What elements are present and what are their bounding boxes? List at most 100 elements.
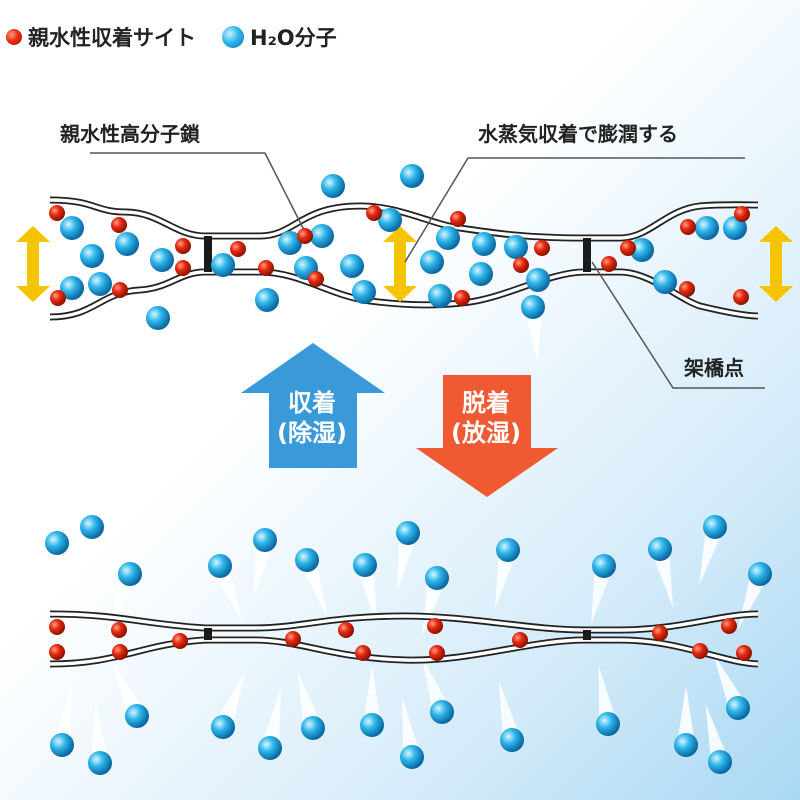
leader-polymer-chain (90, 152, 305, 231)
blue-sphere-icon (295, 548, 319, 572)
blue-sphere-icon (60, 276, 84, 300)
blue-sphere-icon (703, 515, 727, 539)
blue-sphere-icon (400, 745, 424, 769)
blue-sphere-icon (723, 216, 747, 240)
red-sphere-icon (297, 228, 313, 244)
chain-top-upper-core (49, 198, 759, 240)
red-sphere-icon (49, 644, 65, 660)
blue-sphere-icon (420, 250, 444, 274)
blue-sphere-icon (630, 238, 654, 262)
motion-trail (651, 547, 674, 608)
red-sphere-icon (454, 290, 470, 306)
blue-sphere-icon (88, 751, 112, 775)
red-sphere-icon (355, 645, 371, 661)
desorb-label: 脱着 (462, 389, 510, 417)
blue-sphere-icon (353, 553, 377, 577)
leader-crosslink (591, 261, 765, 389)
blue-sphere-icon (255, 288, 279, 312)
red-sphere-icon (50, 290, 66, 306)
blue-sphere-icon (278, 231, 302, 255)
leader-swelling (404, 157, 745, 263)
red-sphere-icon (112, 282, 128, 298)
red-sphere-icon (679, 281, 695, 297)
blue-sphere-icon (150, 248, 174, 272)
red-sphere-icon (366, 205, 382, 221)
blue-sphere-icon (504, 235, 528, 259)
motion-trail (397, 531, 417, 593)
motion-trail (91, 703, 109, 764)
red-sphere-icon (258, 260, 274, 276)
blue-sphere-icon (80, 244, 104, 268)
crosslink-points (204, 236, 591, 640)
motion-trail (494, 548, 517, 609)
red-sphere-icon (175, 238, 191, 254)
blue-sphere-icon (400, 164, 424, 188)
desorb-arrow-text: 脱着 (放湿) (431, 388, 541, 448)
motion-trail (74, 524, 101, 585)
chain-bottom-lower-core (49, 638, 759, 666)
red-sphere-icon (652, 625, 668, 641)
motion-trail (261, 688, 281, 750)
blue-sphere-icon (60, 216, 84, 240)
blue-sphere-icon (695, 216, 719, 240)
absorb-label: 収着 (288, 389, 336, 417)
motion-trail (402, 697, 421, 759)
red-sphere-icon (721, 618, 737, 634)
blue-sphere-icon (472, 232, 496, 256)
red-sphere-icon (534, 240, 550, 256)
red-sphere-icon (112, 644, 128, 660)
blue-sphere-icon (748, 562, 772, 586)
motion-trail (498, 681, 521, 742)
swell-arrow-right (759, 226, 793, 302)
blue-sphere-icon (258, 736, 282, 760)
blue-sphere-icon (301, 716, 325, 740)
red-sphere-icon (111, 622, 127, 638)
red-sphere-icon (427, 618, 443, 634)
desorb-sub-label: (放湿) (451, 419, 521, 447)
blue-sphere-icon (500, 728, 524, 752)
motion-trail (403, 108, 433, 179)
red-sphere-icon (230, 241, 246, 257)
arrows (16, 226, 793, 497)
legend: 親水性収着サイト H₂O分子 (6, 22, 337, 52)
motion-trails (48, 108, 769, 765)
red-sphere-icon (6, 29, 22, 45)
blue-sphere-icon (360, 713, 384, 737)
motion-trail (363, 665, 381, 725)
motion-trail (356, 563, 377, 624)
blue-sphere-icon (496, 538, 520, 562)
blue-sphere-icon (521, 295, 545, 319)
motion-trail (253, 538, 274, 599)
swelling-label: 水蒸気収着で膨潤する (478, 122, 678, 146)
blue-sphere-icon (310, 224, 334, 248)
motion-trail (699, 524, 724, 585)
blue-sphere-icon (430, 700, 454, 724)
blue-sphere-icon (648, 537, 672, 561)
blue-sphere-icon (428, 284, 452, 308)
red-sphere-icon (680, 219, 696, 235)
absorb-sub-label: (除湿) (277, 419, 347, 447)
double-arrow-icon (16, 226, 50, 302)
blue-sphere-icon (115, 232, 139, 256)
red-sphere-icon (450, 211, 466, 227)
blue-sphere-icon (708, 750, 732, 774)
red-sphere-icon (49, 205, 65, 221)
blue-sphere-icon (726, 696, 750, 720)
blue-sphere-icon (592, 554, 616, 578)
red-sphere-icon (429, 645, 445, 661)
blue-sphere-icon (50, 733, 74, 757)
red-sphere-icon (175, 260, 191, 276)
crosslink-bar (583, 238, 591, 272)
blue-sphere-icon (469, 262, 493, 286)
motion-trail (705, 703, 729, 765)
blue-sphere-icon (425, 566, 449, 590)
blue-sphere-icon (45, 531, 69, 555)
blue-sphere-icon (222, 26, 244, 48)
blue-sphere-icon (146, 306, 170, 330)
blue-sphere-icon (396, 521, 420, 545)
blue-sphere-icon (208, 554, 232, 578)
blue-sphere-icon (596, 712, 620, 736)
motion-trail (677, 685, 695, 745)
red-sphere-icon (338, 622, 354, 638)
crosslink-bar (583, 630, 591, 640)
